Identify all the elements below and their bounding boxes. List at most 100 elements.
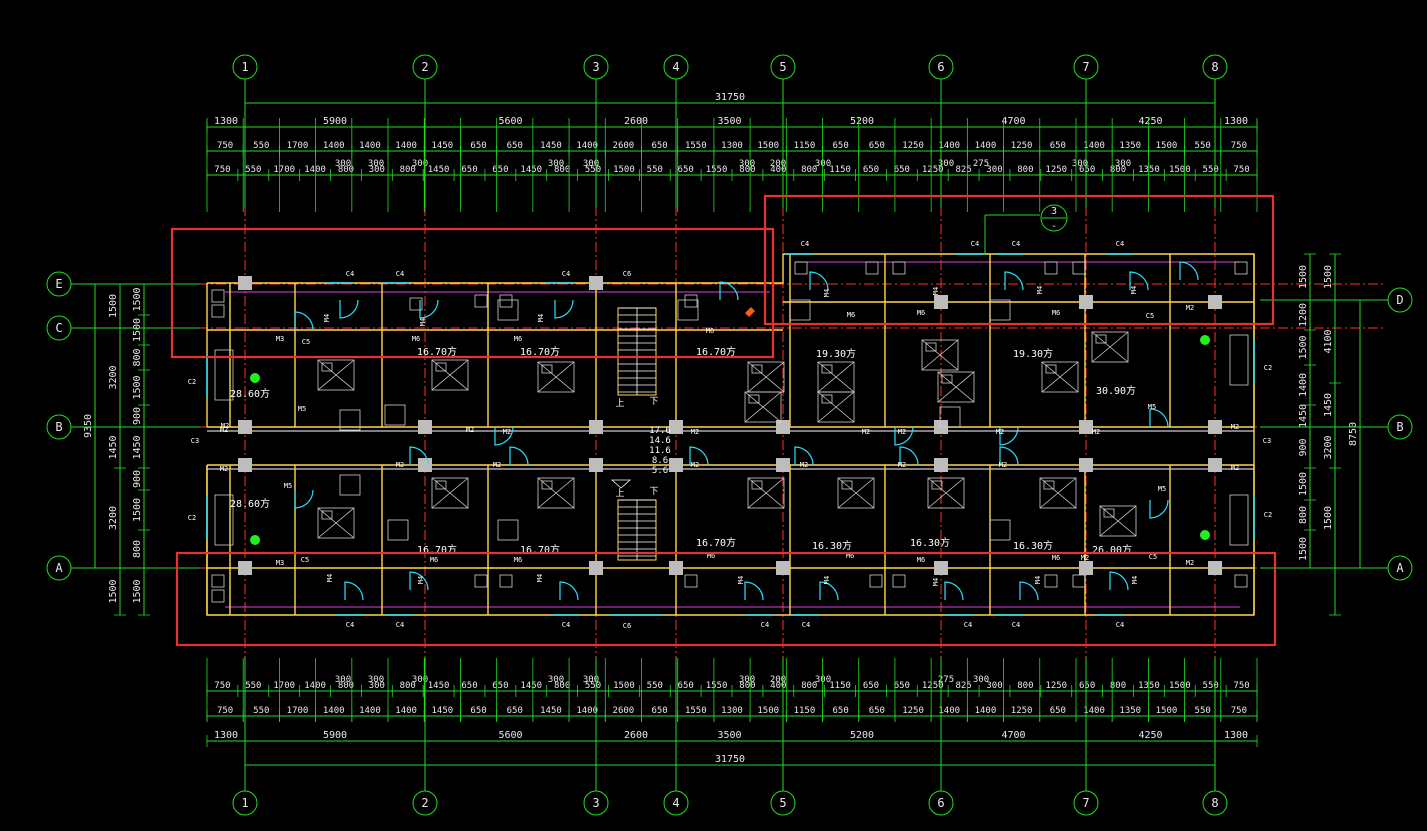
structural-column bbox=[1079, 561, 1093, 575]
door-swing bbox=[809, 271, 829, 291]
wardrobe bbox=[384, 404, 406, 426]
bottom-opening-dim-value: 650 bbox=[492, 681, 508, 691]
door-tag: M4 bbox=[536, 574, 544, 582]
selection-highlights[interactable] bbox=[170, 194, 1277, 647]
top-opening-dim-value: 800 bbox=[1110, 165, 1126, 175]
bottom-opening-dim-value: 300 bbox=[369, 681, 385, 691]
bath-fixture bbox=[1072, 574, 1086, 588]
right-inner-dim-value: 1500 bbox=[1298, 472, 1309, 496]
top-axis-dim-value: 1300 bbox=[214, 116, 238, 127]
door-swing bbox=[999, 426, 1019, 446]
door-tag: M6 bbox=[917, 556, 925, 564]
sofa bbox=[1229, 334, 1249, 386]
top-detail-dim-value: 1500 bbox=[1156, 141, 1178, 151]
room-area-north: 16.70方 bbox=[417, 345, 457, 358]
structural-column bbox=[589, 561, 603, 575]
top-detail-dim-value: 650 bbox=[470, 141, 486, 151]
door-tag: M2 bbox=[996, 428, 1004, 436]
bed-pillow bbox=[821, 364, 833, 374]
bed bbox=[747, 477, 785, 509]
structural-column bbox=[776, 561, 790, 575]
axis-label-5: 5 bbox=[779, 796, 786, 810]
left-inner-dim-value: 800 bbox=[132, 540, 143, 558]
door-tag: M4 bbox=[1131, 576, 1139, 584]
bottom-opening-dim-value: 1550 bbox=[706, 681, 728, 691]
bed-frame bbox=[747, 477, 785, 509]
opening-tag: C4 bbox=[346, 621, 354, 629]
stair-level: 14.6 bbox=[649, 436, 671, 446]
bed-pillow bbox=[925, 342, 937, 352]
door-swing bbox=[894, 426, 914, 446]
bottom-detail-dim-value: 650 bbox=[507, 706, 523, 716]
bottom-opening-dim-value: 800 bbox=[1110, 681, 1126, 691]
door-swing bbox=[509, 446, 529, 466]
top-detail-dim-value: 1550 bbox=[685, 141, 707, 151]
door-swing bbox=[944, 581, 964, 601]
door-swing bbox=[1019, 581, 1039, 601]
bed-line bbox=[817, 391, 855, 423]
top-opening-dim-value: 650 bbox=[461, 165, 477, 175]
door-tag: M4 bbox=[417, 576, 425, 584]
bed-line bbox=[837, 477, 875, 509]
left-inner-dim-value: 900 bbox=[132, 407, 143, 425]
selection-box-north-east[interactable] bbox=[763, 194, 1275, 326]
door-swing bbox=[1004, 271, 1024, 291]
door-swing bbox=[409, 571, 429, 591]
bed-line bbox=[537, 361, 575, 393]
bottom-opening-dim-value: 300 bbox=[986, 681, 1002, 691]
door-tag: M5 bbox=[1148, 403, 1156, 411]
bottom-detail-dim-value: 1500 bbox=[757, 706, 779, 716]
bottom-detail-dim-value: 1400 bbox=[938, 706, 960, 716]
top-detail-dim-value: 650 bbox=[507, 141, 523, 151]
top-detail-dim-value: 1400 bbox=[323, 141, 345, 151]
bath-fixture bbox=[865, 261, 879, 275]
furniture-fixtures bbox=[211, 261, 1249, 603]
room-area-south: 16.30方 bbox=[1013, 539, 1053, 552]
right-inner-dim-value: 1500 bbox=[1298, 335, 1309, 359]
door-tag: M2 bbox=[1186, 559, 1194, 567]
door-tag: M2 bbox=[1081, 554, 1089, 562]
bottom-opening-dim-value: 400 bbox=[770, 681, 786, 691]
top-opening-dim-value: 800 bbox=[739, 165, 755, 175]
bed-line bbox=[431, 477, 469, 509]
bottom-detail-dim-value: 1350 bbox=[1119, 706, 1141, 716]
door-tag: M4 bbox=[1034, 576, 1042, 584]
wardrobe bbox=[339, 409, 361, 431]
plant bbox=[250, 535, 260, 545]
structural-column bbox=[238, 276, 252, 290]
selection-box-south[interactable] bbox=[175, 551, 1277, 647]
axis-label-2: 2 bbox=[421, 60, 428, 74]
selection-box-north-west[interactable] bbox=[170, 227, 775, 359]
bed-frame bbox=[537, 477, 575, 509]
door-swing bbox=[419, 299, 439, 319]
door-tag: M2 bbox=[220, 465, 228, 473]
right-inner-dim-value: 1450 bbox=[1298, 404, 1309, 428]
bottom-sub-dim: 300 bbox=[739, 675, 755, 685]
top-detail-dim-value: 1450 bbox=[540, 141, 562, 151]
left-mid-dim-value: 3200 bbox=[108, 365, 119, 389]
bed-pillow bbox=[821, 394, 833, 404]
bottom-detail-dim-value: 1250 bbox=[902, 706, 924, 716]
bed bbox=[317, 507, 355, 539]
top-opening-dim-value: 550 bbox=[585, 165, 601, 175]
bottom-opening-dim-value: 800 bbox=[1017, 681, 1033, 691]
top-opening-dim-value: 800 bbox=[1017, 165, 1033, 175]
bottom-detail-dim-value: 1150 bbox=[794, 706, 816, 716]
door-tag: M4 bbox=[1036, 286, 1044, 294]
bottom-opening-dim-value: 650 bbox=[894, 681, 910, 691]
structural-column bbox=[238, 458, 252, 472]
door-tag: M5 bbox=[284, 482, 292, 490]
plant bbox=[1200, 530, 1210, 540]
bed-line bbox=[537, 477, 575, 509]
bottom-axis-dim-value: 3500 bbox=[717, 730, 741, 741]
bottom-opening-dim-value: 1700 bbox=[273, 681, 295, 691]
structural-column bbox=[1208, 295, 1222, 309]
structural-column bbox=[776, 420, 790, 434]
door-swing bbox=[899, 446, 919, 466]
opening-tag: C4 bbox=[346, 270, 354, 278]
door-tag: M2 bbox=[691, 428, 699, 436]
axis-label-A: A bbox=[55, 561, 63, 575]
opening-tag: C3 bbox=[1263, 437, 1271, 445]
bottom-sub-dim: 275 bbox=[938, 675, 954, 685]
